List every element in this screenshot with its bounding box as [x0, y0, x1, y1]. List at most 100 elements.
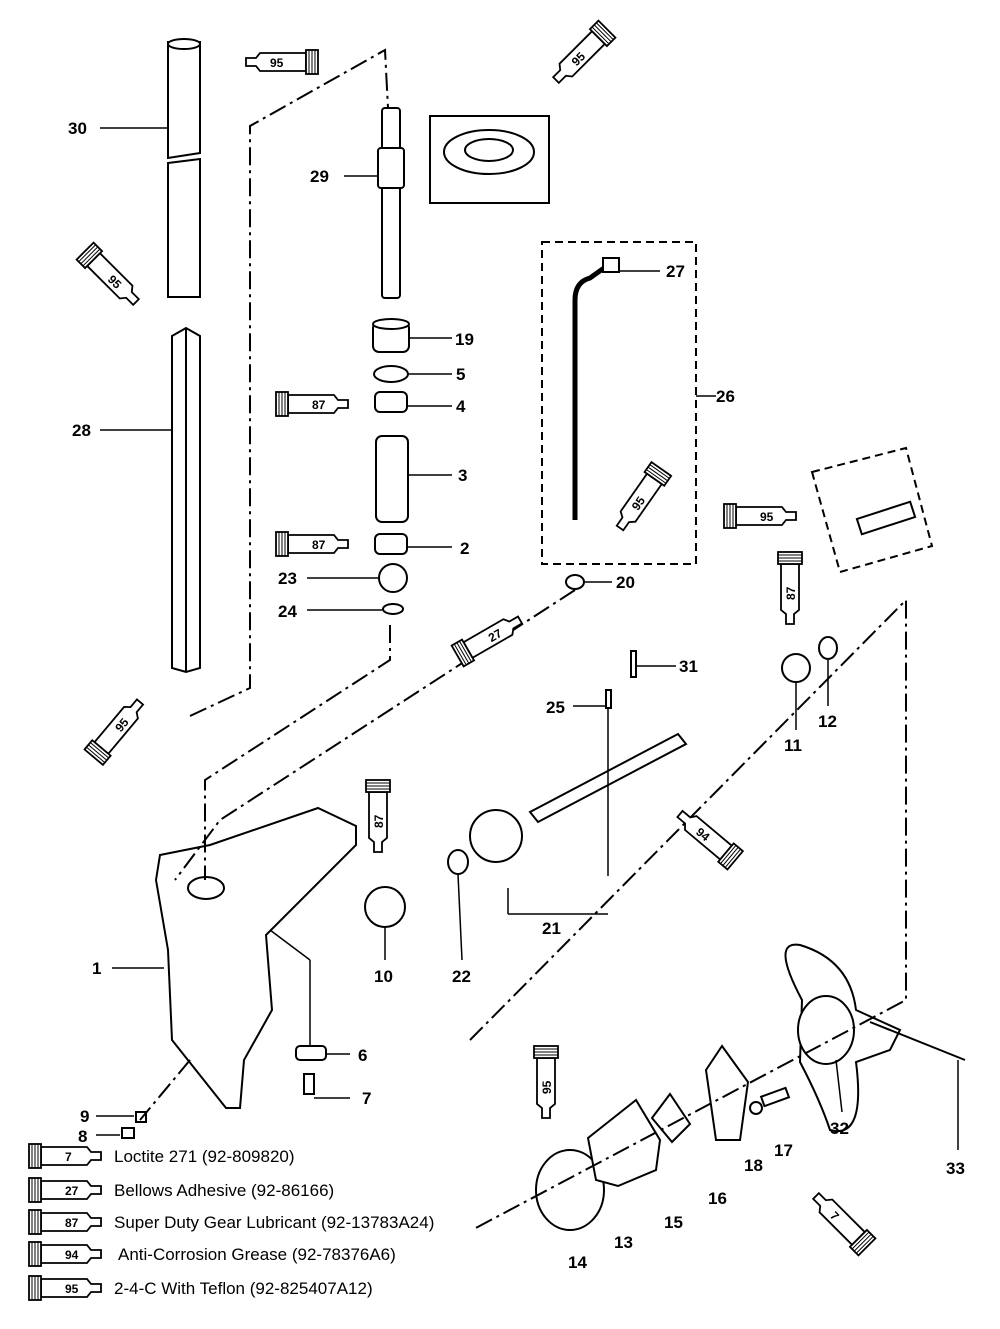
- part-33-cotter-pin: [869, 1021, 966, 1061]
- label-17: 17: [774, 1141, 793, 1160]
- tube-95-clip: 95: [723, 503, 797, 529]
- part-19-bushing-top: [372, 318, 410, 330]
- label-13: 13: [614, 1233, 633, 1252]
- label-20: 20: [616, 573, 635, 592]
- part-6-grommet: [295, 1045, 327, 1061]
- label-8: 8: [78, 1127, 87, 1146]
- part-2-bearing: [374, 533, 408, 555]
- label-27: 27: [666, 262, 685, 281]
- legend-code: 95: [65, 1282, 79, 1296]
- part-9-screw: [135, 1111, 147, 1123]
- legend-text: 2-4-C With Teflon (92-825407A12): [114, 1279, 373, 1298]
- label-5: 5: [456, 365, 465, 384]
- tube-95-bottom-left: 95: [83, 693, 151, 766]
- label-1: 1: [92, 959, 101, 978]
- tube-7-bolt: 7: [806, 1186, 877, 1257]
- label-25: 25: [546, 698, 565, 717]
- legend-text: Loctite 271 (92-809820): [114, 1147, 295, 1166]
- tube-27-boot: 27: [450, 608, 527, 668]
- label-33: 33: [946, 1159, 965, 1178]
- tube-95-top: 95: [245, 49, 319, 75]
- tube-code: 27: [486, 626, 505, 645]
- clip-inset: [810, 446, 934, 574]
- part-29-driveshaft: [381, 107, 401, 299]
- part-12-seal: [818, 636, 838, 660]
- part-20-boot: [565, 574, 585, 590]
- part-22-washer: [447, 849, 469, 875]
- label-4: 4: [456, 397, 466, 416]
- legend-row-94: 94: [28, 1241, 102, 1267]
- tube-code: 87: [784, 586, 798, 600]
- label-32: 32: [830, 1119, 849, 1138]
- part-32-propeller-hub: [797, 995, 855, 1065]
- label-29: 29: [310, 167, 329, 186]
- legend-code: 27: [65, 1184, 79, 1198]
- legend-text: Bellows Adhesive (92-86166): [114, 1181, 334, 1200]
- part-29-driveshaft-collar: [377, 147, 405, 189]
- tube-87-lower: 87: [275, 531, 349, 557]
- label-15: 15: [664, 1213, 683, 1232]
- legend-row-95: 95: [28, 1275, 102, 1301]
- tube-94-propshaft: 94: [671, 803, 744, 871]
- label-11: 11: [784, 736, 802, 755]
- part-21-gear: [469, 809, 523, 863]
- tube-87-bearing: 87: [777, 551, 803, 625]
- label-31: 31: [679, 657, 698, 676]
- part-17-bolt: [759, 1086, 791, 1108]
- label-30: 30: [68, 119, 87, 138]
- part-15-impeller: [650, 1092, 692, 1144]
- part-24-retainer: [382, 603, 404, 615]
- seal-inset: [429, 115, 550, 204]
- part-31-pin: [630, 650, 637, 678]
- tube-code: 87: [312, 538, 326, 552]
- gear-housing: [154, 806, 357, 1109]
- part-11-bearing: [781, 653, 811, 683]
- part-10-bearing: [364, 886, 406, 928]
- part-1-gear-housing: [154, 806, 357, 1109]
- label-3: 3: [458, 466, 467, 485]
- tube-code: 95: [540, 1080, 554, 1094]
- label-10: 10: [374, 967, 393, 986]
- part-30-lower-tube: [167, 157, 201, 298]
- legend-code: 87: [65, 1216, 79, 1230]
- label-14: 14: [568, 1253, 587, 1272]
- part-30-upper-tube: [167, 41, 201, 160]
- part-23-pinion-gear: [378, 563, 408, 593]
- tube-95-shift: 95: [609, 461, 673, 536]
- pump-prop-parts: [121, 943, 966, 1231]
- part-13-pump-base: [586, 1098, 662, 1188]
- part-16-pump-cover: [704, 1044, 750, 1141]
- part-7-screw: [303, 1073, 315, 1095]
- legend-row-87: 87: [28, 1209, 102, 1235]
- label-24: 24: [278, 602, 297, 621]
- label-16: 16: [708, 1189, 727, 1208]
- part-8-screw: [121, 1127, 135, 1139]
- label-7: 7: [362, 1089, 371, 1108]
- legend-text: Super Duty Gear Lubricant (92-13783A24): [114, 1213, 434, 1232]
- drive-shaft-parts: [167, 38, 410, 674]
- part-18-washer: [749, 1101, 763, 1115]
- legend-code: 7: [65, 1150, 72, 1164]
- label-22: 22: [452, 967, 471, 986]
- tube-95-pump: 95: [533, 1045, 559, 1119]
- legend-row-27: 27: [28, 1177, 102, 1203]
- tube-87-upper: 87: [275, 391, 349, 417]
- legend-text: Anti-Corrosion Grease (92-78376A6): [118, 1245, 396, 1264]
- part-5-washer: [373, 365, 409, 383]
- part-30-upper-tube-top: [167, 38, 201, 50]
- lubricant-legend: 7 Loctite 271 (92-809820) 27 Bellows Adh…: [28, 1143, 434, 1301]
- label-21: 21: [542, 919, 561, 938]
- part-26-shift-rod: [572, 265, 606, 520]
- part-number-labels: 30 28 29 19 5 4 3 2 23 24 27 26 20 31 25…: [68, 119, 965, 1272]
- tube-87-gear: 87: [365, 779, 391, 853]
- part-27-rod-clip: [602, 257, 620, 273]
- part-3-sleeve: [375, 435, 409, 523]
- tube-95-seal: 95: [546, 19, 617, 90]
- label-12: 12: [818, 712, 837, 731]
- label-18: 18: [744, 1156, 763, 1175]
- tube-code: 95: [760, 510, 774, 524]
- label-9: 9: [80, 1107, 89, 1126]
- label-23: 23: [278, 569, 297, 588]
- tube-code: 87: [312, 398, 326, 412]
- legend-row-7: 7: [28, 1143, 102, 1169]
